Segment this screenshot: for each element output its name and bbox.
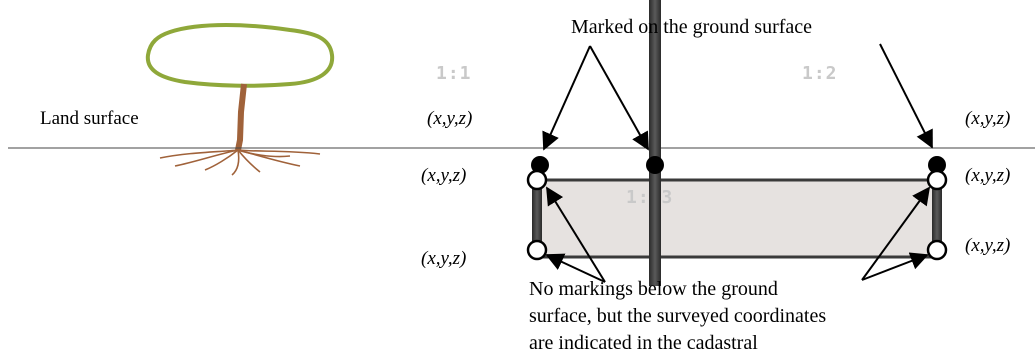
bottom-annotation-line1: No markings below the ground <box>529 278 778 300</box>
underground-point <box>926 169 948 191</box>
boundary-post <box>649 0 661 286</box>
coordinate-label: (x,y,z) <box>965 108 1010 129</box>
parcel-edge-left <box>532 180 542 258</box>
land-surface-label: Land surface <box>40 108 139 129</box>
surface-marker <box>928 156 946 174</box>
coordinate-label: (x,y,z) <box>421 165 466 186</box>
underground-parcel <box>535 178 939 259</box>
coordinate-label: (x,y,z) <box>427 108 472 129</box>
coordinate-label: (x,y,z) <box>965 165 1010 186</box>
parcel-label-left: 1:1 <box>436 63 472 84</box>
surface-marker <box>646 156 664 174</box>
coordinate-label: (x,y,z) <box>965 235 1010 256</box>
parcel-edge-right <box>932 180 942 258</box>
bottom-annotation-line3: are indicated in the cadastral <box>529 332 758 354</box>
bottom-annotation-arrows <box>545 186 931 283</box>
top-annotation: Marked on the ground surface <box>571 16 812 38</box>
underground-point <box>526 169 548 191</box>
bottom-annotation-line2: surface, but the surveyed coordinates <box>529 305 826 327</box>
surface-marker <box>531 156 549 174</box>
parcel-label-right: 1:2 <box>802 63 838 84</box>
underground-point <box>526 239 548 261</box>
underground-point <box>926 239 948 261</box>
top-annotation-arrows <box>542 43 933 151</box>
tree-icon <box>145 23 335 176</box>
coordinate-label: (x,y,z) <box>421 248 466 269</box>
